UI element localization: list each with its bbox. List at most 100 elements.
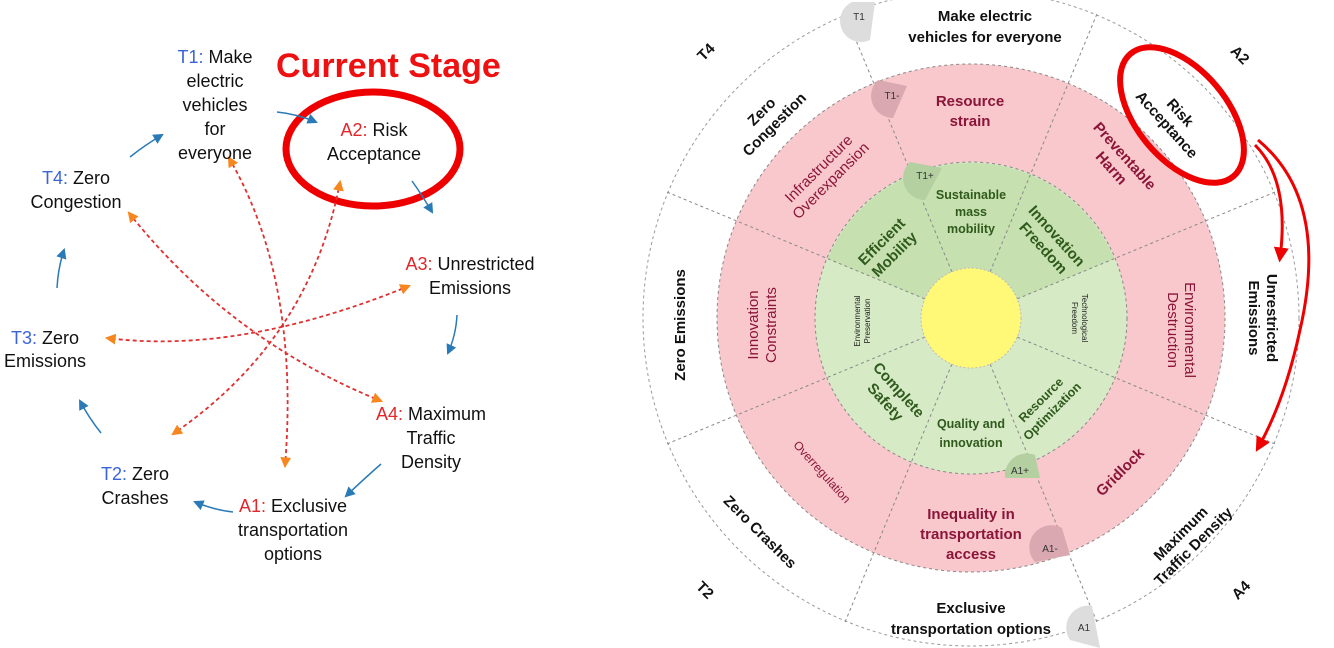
- svg-text:transportation options: transportation options: [891, 621, 1051, 638]
- outer-sw: Zero Crashes: [720, 492, 800, 572]
- arrow-a2-t2: [171, 179, 344, 436]
- center-sun: [920, 267, 1022, 369]
- arrow-a3-a4: [446, 314, 458, 355]
- node-a3: A3: Unrestricted Emissions: [405, 254, 534, 298]
- pink-top: Resource: [936, 93, 1004, 110]
- arrow-a1-t2: [193, 500, 234, 513]
- svg-text:mass: mass: [955, 205, 987, 219]
- svg-text:vehicles for everyone: vehicles for everyone: [908, 29, 1061, 46]
- svg-text:Preservation: Preservation: [863, 299, 872, 344]
- sector-divider: [844, 12, 953, 272]
- sector-divider: [1017, 191, 1277, 300]
- svg-text:strain: strain: [950, 113, 991, 130]
- current-stage-highlight: [282, 88, 464, 210]
- badge-t1-plus: T1+: [916, 171, 934, 182]
- badges: T1 T1- T1+ A1+ A1- A1: [839, 2, 1100, 648]
- svg-text:A4: Maximum: A4: Maximum: [376, 404, 486, 424]
- svg-text:A3: Unrestricted: A3: Unrestricted: [405, 254, 534, 274]
- arrow-t2-t3: [79, 399, 102, 434]
- sector-divider: [1017, 336, 1277, 445]
- arrow-to-unrestricted-emissions: [1253, 143, 1289, 263]
- svg-text:Destruction: Destruction: [1164, 292, 1181, 368]
- arrow-a3-t3: [104, 284, 411, 345]
- badge-a1-minus: A1-: [1042, 544, 1058, 555]
- outer-ring: [642, 0, 1300, 647]
- svg-text:Environmental: Environmental: [1181, 282, 1198, 378]
- svg-text:Congestion: Congestion: [30, 192, 121, 212]
- sector-divider: [665, 191, 925, 300]
- svg-text:Environmental: Environmental: [853, 295, 862, 346]
- svg-text:Emissions: Emissions: [429, 278, 511, 298]
- svg-text:A2: Risk: A2: Risk: [340, 120, 408, 140]
- green-dark-sectors: [827, 163, 1115, 299]
- current-stage-title: Current Stage: [276, 47, 501, 85]
- svg-text:T3: Zero: T3: Zero: [11, 328, 79, 348]
- outer-se: Maximum Traffic Density: [1151, 504, 1237, 590]
- node-t4: T4: Zero Congestion: [30, 168, 121, 212]
- svg-text:options: options: [264, 544, 322, 564]
- svg-text:Zero Crashes: Zero Crashes: [720, 492, 800, 572]
- outer-top: Make electric: [938, 8, 1032, 25]
- outer-w: Zero Emissions: [672, 269, 689, 381]
- badge-t1: T1: [853, 12, 865, 23]
- svg-text:A1: Exclusive: A1: Exclusive: [239, 496, 347, 516]
- arrow-t1-a2: [276, 111, 318, 124]
- node-t1: T1: Make electric vehicles for everyone: [177, 47, 252, 163]
- svg-text:electric: electric: [186, 71, 243, 91]
- svg-text:Innovation: Innovation: [745, 290, 762, 359]
- sector-divider: [989, 364, 1098, 624]
- green-w: Environmental Preservation: [853, 295, 872, 346]
- svg-text:Traffic: Traffic: [406, 428, 455, 448]
- svg-text:Unrestricted: Unrestricted: [1263, 274, 1280, 362]
- node-t2: T2: Zero Crashes: [101, 464, 169, 508]
- corner-a4: A4: [1229, 577, 1255, 603]
- pink-e: Environmental Destruction: [1164, 282, 1198, 378]
- node-a1: A1: Exclusive transportation options: [238, 496, 348, 564]
- sector-dividers: [665, 12, 1277, 624]
- badge-a1-plus: A1+: [1011, 466, 1029, 477]
- svg-text:Zero Emissions: Zero Emissions: [672, 269, 689, 381]
- node-a2: A2: Risk Acceptance: [327, 120, 421, 164]
- node-t3: T3: Zero Emissions: [4, 328, 86, 371]
- svg-text:everyone: everyone: [178, 143, 252, 163]
- svg-text:vehicles: vehicles: [182, 95, 247, 115]
- arrow-a4-a1: [344, 463, 382, 498]
- badge-t1-minus: T1-: [885, 91, 900, 102]
- sector-divider: [665, 336, 925, 445]
- svg-text:T4: Zero: T4: Zero: [42, 168, 110, 188]
- arrow-a2-a3: [411, 180, 434, 214]
- sector-divider: [844, 364, 953, 624]
- arrow-t4-a4: [127, 211, 384, 403]
- svg-text:T2: Zero: T2: Zero: [101, 464, 169, 484]
- svg-text:Density: Density: [401, 452, 461, 472]
- corner-t2: T2: [692, 578, 716, 602]
- node-a4: A4: Maximum Traffic Density: [376, 404, 486, 472]
- risk-acceptance-highlight: [1117, 44, 1247, 186]
- arrow-t4-t1: [129, 133, 164, 158]
- svg-text:mobility: mobility: [947, 222, 995, 236]
- arrow-t1-a1: [227, 156, 292, 469]
- svg-text:access: access: [946, 546, 996, 563]
- node-code: T1:: [177, 47, 203, 67]
- svg-text:Emissions: Emissions: [1245, 280, 1262, 355]
- value-wheel: T1 T1- T1+ A1+ A1- A1 Make electric vehi…: [642, 0, 1311, 648]
- badge-a1: A1: [1078, 623, 1091, 634]
- corner-t4: T4: [694, 40, 719, 65]
- sector-divider: [989, 12, 1098, 272]
- pink-w: Innovation Constraints: [745, 287, 780, 363]
- svg-text:transportation: transportation: [920, 526, 1022, 543]
- svg-text:Crashes: Crashes: [101, 488, 168, 508]
- svg-text:Emissions: Emissions: [4, 351, 86, 371]
- pink-s: Inequality in: [927, 506, 1015, 523]
- conflict-arrows: [104, 156, 411, 469]
- svg-text:transportation: transportation: [238, 520, 348, 540]
- arrow-to-maximum-traffic-density: [1255, 138, 1311, 452]
- green-e: Technological Freedom: [1070, 294, 1089, 343]
- outer-s: Exclusive: [936, 600, 1005, 617]
- svg-text:Acceptance: Acceptance: [327, 144, 421, 164]
- svg-text:innovation: innovation: [939, 436, 1002, 450]
- svg-text:Constraints: Constraints: [763, 287, 780, 363]
- outer-e: Unrestricted Emissions: [1245, 274, 1280, 362]
- cycle-diagram: Current Stage T1: Make electric vehicles…: [4, 47, 535, 564]
